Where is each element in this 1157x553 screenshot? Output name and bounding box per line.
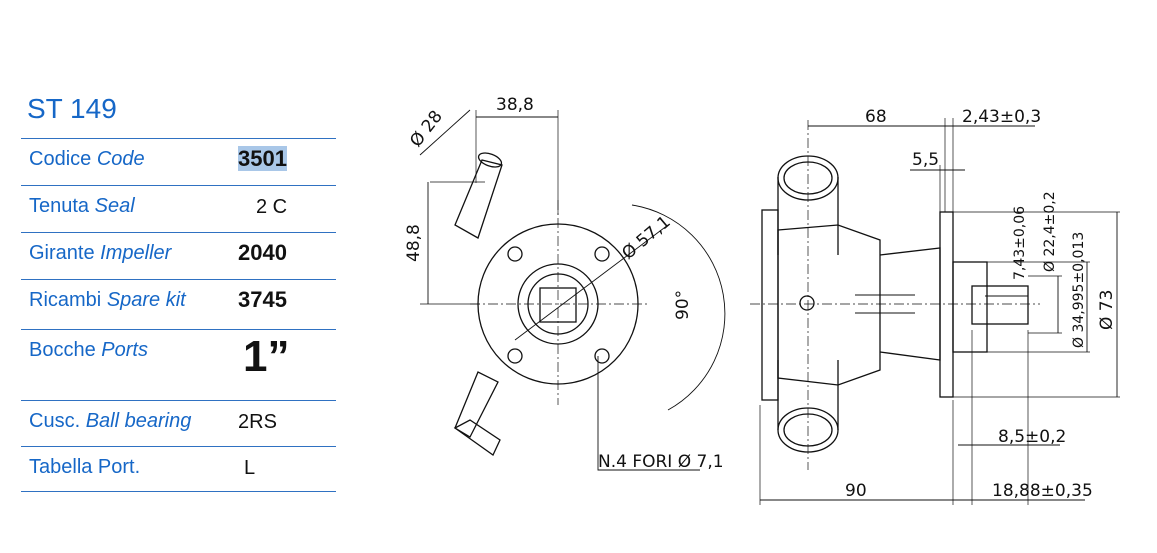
- spec-label-impeller: Girante Impeller: [29, 242, 172, 264]
- drive-shaft: [971, 285, 1029, 325]
- spec-table: Codice Code 3501 Tenuta Seal 2 C Girante…: [21, 138, 336, 492]
- lower-port-outline: [454, 371, 499, 438]
- dim-bolt-circle: Ø 57,1: [618, 212, 674, 264]
- spec-row-ball-bearing: Cusc. Ball bearing 2RS: [21, 400, 336, 446]
- spec-row-spare-kit: Ricambi Spare kit 3745: [21, 279, 336, 329]
- pump-body: [777, 224, 881, 386]
- bolt-hole-4: [594, 348, 610, 364]
- upper-port-outline: [454, 159, 503, 239]
- dim-1888: 18,88±0,35: [992, 481, 1093, 501]
- dim-holes: N.4 FORI Ø 7,1: [598, 452, 724, 472]
- dim-85: 8,5±0,2: [998, 427, 1066, 447]
- spec-value-spare-kit: 3745: [238, 287, 287, 312]
- front-view: [419, 109, 726, 471]
- neck-shaft-lines: [855, 294, 915, 314]
- dim-73: Ø 73: [1097, 290, 1117, 330]
- spec-row-seal: Tenuta Seal 2 C: [21, 185, 336, 232]
- spec-value-code: 3501: [238, 146, 287, 171]
- dim-224: Ø 22,4±0,2: [1042, 191, 1058, 272]
- dim-34995: Ø 34,995±0,013: [1071, 232, 1087, 348]
- dim-68: 68: [865, 107, 887, 127]
- spec-label-ball-bearing: Cusc. Ball bearing: [29, 410, 192, 432]
- spec-label-port-table: Tabella Port.: [29, 456, 141, 478]
- spec-value-ball-bearing: 2RS: [238, 411, 277, 433]
- dim-angle: 90°: [673, 290, 693, 320]
- spec-value-ports: 1”: [243, 332, 290, 381]
- spec-row-port-table: Tabella Port. L: [21, 446, 336, 492]
- spec-label-code: Codice Code: [29, 148, 145, 170]
- spec-label-ports: Bocche Ports: [29, 339, 148, 361]
- holes-leader: [597, 356, 700, 471]
- dim-90: 90: [845, 481, 867, 501]
- spec-value-port-table: L: [244, 457, 256, 479]
- angle-arc: [631, 204, 726, 411]
- bolt-circle-leader: [514, 224, 669, 341]
- spec-value-impeller: 2040: [238, 240, 287, 265]
- bolt-hole-1: [507, 246, 523, 262]
- lower-port-end: [453, 419, 501, 456]
- bolt-hole-2: [594, 246, 610, 262]
- dim-38-8: 38,8: [496, 95, 534, 115]
- dim-28-leader: [419, 109, 471, 156]
- spec-row-code: Codice Code 3501: [21, 138, 336, 185]
- spec-row-impeller: Girante Impeller 2040: [21, 232, 336, 279]
- upper-port-mouth: [477, 152, 503, 168]
- spec-label-spare-kit: Ricambi Spare kit: [29, 289, 186, 311]
- mount-flange: [939, 211, 954, 398]
- cover-plate: [761, 209, 779, 401]
- model-title: ST 149: [27, 93, 117, 124]
- dim-port-diameter: Ø 28: [406, 107, 447, 151]
- side-view: [750, 118, 1120, 505]
- dim-55: 5,5: [912, 150, 939, 170]
- spec-value-seal: 2 C: [256, 196, 288, 218]
- spec-row-ports: Bocche Ports 1”: [21, 329, 336, 400]
- body-boss: [799, 295, 815, 311]
- dim-48-8: 48,8: [404, 224, 424, 262]
- dim-743: 7,43±0,06: [1012, 206, 1028, 280]
- spec-label-seal: Tenuta Seal: [29, 195, 135, 217]
- bearing-housing: [952, 261, 988, 353]
- bolt-hole-3: [507, 348, 523, 364]
- dim-243: 2,43±0,3: [962, 107, 1041, 127]
